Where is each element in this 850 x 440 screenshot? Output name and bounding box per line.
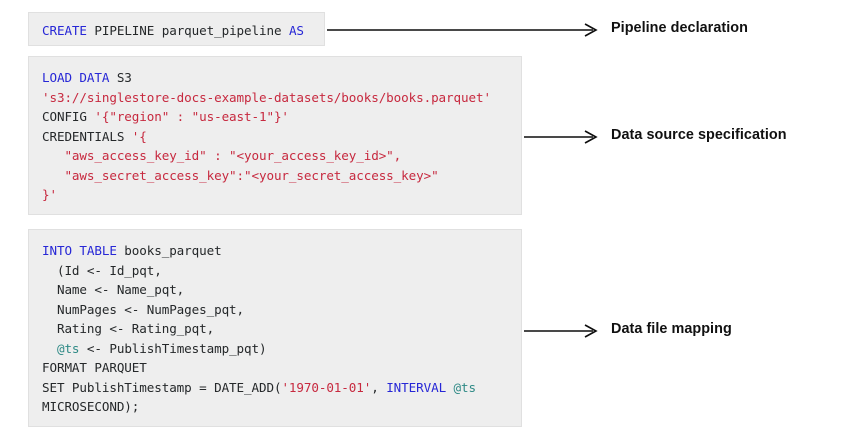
code-token: ,: [371, 379, 387, 395]
code-line: FORMAT PARQUET: [42, 358, 507, 378]
code-token: SET PublishTimestamp = DATE_ADD(: [42, 379, 282, 395]
label-data-source-specification: Data source specification: [611, 127, 787, 143]
code-line: 's3://singlestore-docs-example-datasets/…: [42, 88, 507, 108]
label-data-file-mapping: Data file mapping: [611, 321, 732, 337]
code-token: "aws_secret_access_key":"<your_secret_ac…: [42, 167, 439, 183]
code-token: CREATE: [42, 23, 87, 38]
code-token: CREDENTIALS: [42, 128, 132, 144]
pipeline-declaration-code-block: CREATE PIPELINE parquet_pipeline AS: [28, 12, 325, 46]
code-line: CREDENTIALS '{: [42, 127, 507, 147]
code-token: FORMAT PARQUET: [42, 360, 147, 375]
code-token: INTO TABLE: [42, 243, 117, 258]
code-line: CONFIG '{"region" : "us-east-1"}': [42, 107, 507, 127]
code-token: AS: [288, 23, 304, 38]
code-line: MICROSECOND);: [42, 397, 507, 417]
code-token: LOAD DATA: [42, 70, 110, 85]
code-line: NumPages <- NumPages_pqt,: [42, 300, 507, 320]
code-token: 's3://singlestore-docs-example-datasets/…: [42, 89, 491, 105]
code-token: '{: [131, 128, 147, 144]
code-line: INTO TABLE books_parquet: [42, 241, 507, 261]
code-token: '{"region" : "us-east-1"}': [94, 109, 289, 124]
arrow-to-data-source-label: [524, 130, 598, 144]
code-token: INTERVAL: [386, 379, 447, 395]
code-token: NumPages <- NumPages_pqt,: [42, 301, 245, 317]
code-token: Rating <- Rating_pqt,: [42, 321, 215, 336]
code-token: @ts: [56, 340, 80, 356]
code-line: "aws_secret_access_key":"<your_secret_ac…: [42, 166, 507, 186]
code-line: (Id <- Id_pqt,: [42, 261, 507, 281]
code-token: books_parquet: [116, 243, 222, 258]
code-line: Name <- Name_pqt,: [42, 280, 507, 300]
code-token: }': [42, 187, 57, 202]
code-token: @ts: [453, 379, 477, 395]
code-line: SET PublishTimestamp = DATE_ADD('1970-01…: [42, 378, 507, 398]
code-line: "aws_access_key_id" : "<your_access_key_…: [42, 146, 507, 166]
code-token: (Id <- Id_pqt,: [42, 262, 162, 278]
code-token: PIPELINE parquet_pipeline: [86, 23, 289, 38]
data-file-mapping-code-block: INTO TABLE books_parquet (Id <- Id_pqt, …: [28, 229, 522, 427]
code-line: @ts <- PublishTimestamp_pqt): [42, 339, 507, 359]
code-token: S3: [109, 70, 132, 85]
code-token: <- PublishTimestamp_pqt): [79, 340, 267, 356]
code-token: [446, 380, 453, 395]
label-pipeline-declaration: Pipeline declaration: [611, 20, 748, 36]
code-line: CREATE PIPELINE parquet_pipeline AS: [42, 21, 310, 41]
code-line: Rating <- Rating_pqt,: [42, 319, 507, 339]
code-token: CONFIG: [42, 109, 95, 124]
arrow-to-pipeline-declaration-label: [327, 23, 598, 37]
data-source-code-block: LOAD DATA S3's3://singlestore-docs-examp…: [28, 56, 522, 215]
code-token: '1970-01-01': [281, 379, 372, 395]
code-token: MICROSECOND);: [42, 399, 140, 414]
arrow-to-data-file-mapping-label: [524, 324, 598, 338]
code-line: }': [42, 185, 507, 205]
code-token: Name <- Name_pqt,: [42, 282, 185, 297]
code-token: [42, 341, 57, 356]
code-token: "aws_access_key_id" : "<your_access_key_…: [42, 148, 402, 163]
code-line: LOAD DATA S3: [42, 68, 507, 88]
